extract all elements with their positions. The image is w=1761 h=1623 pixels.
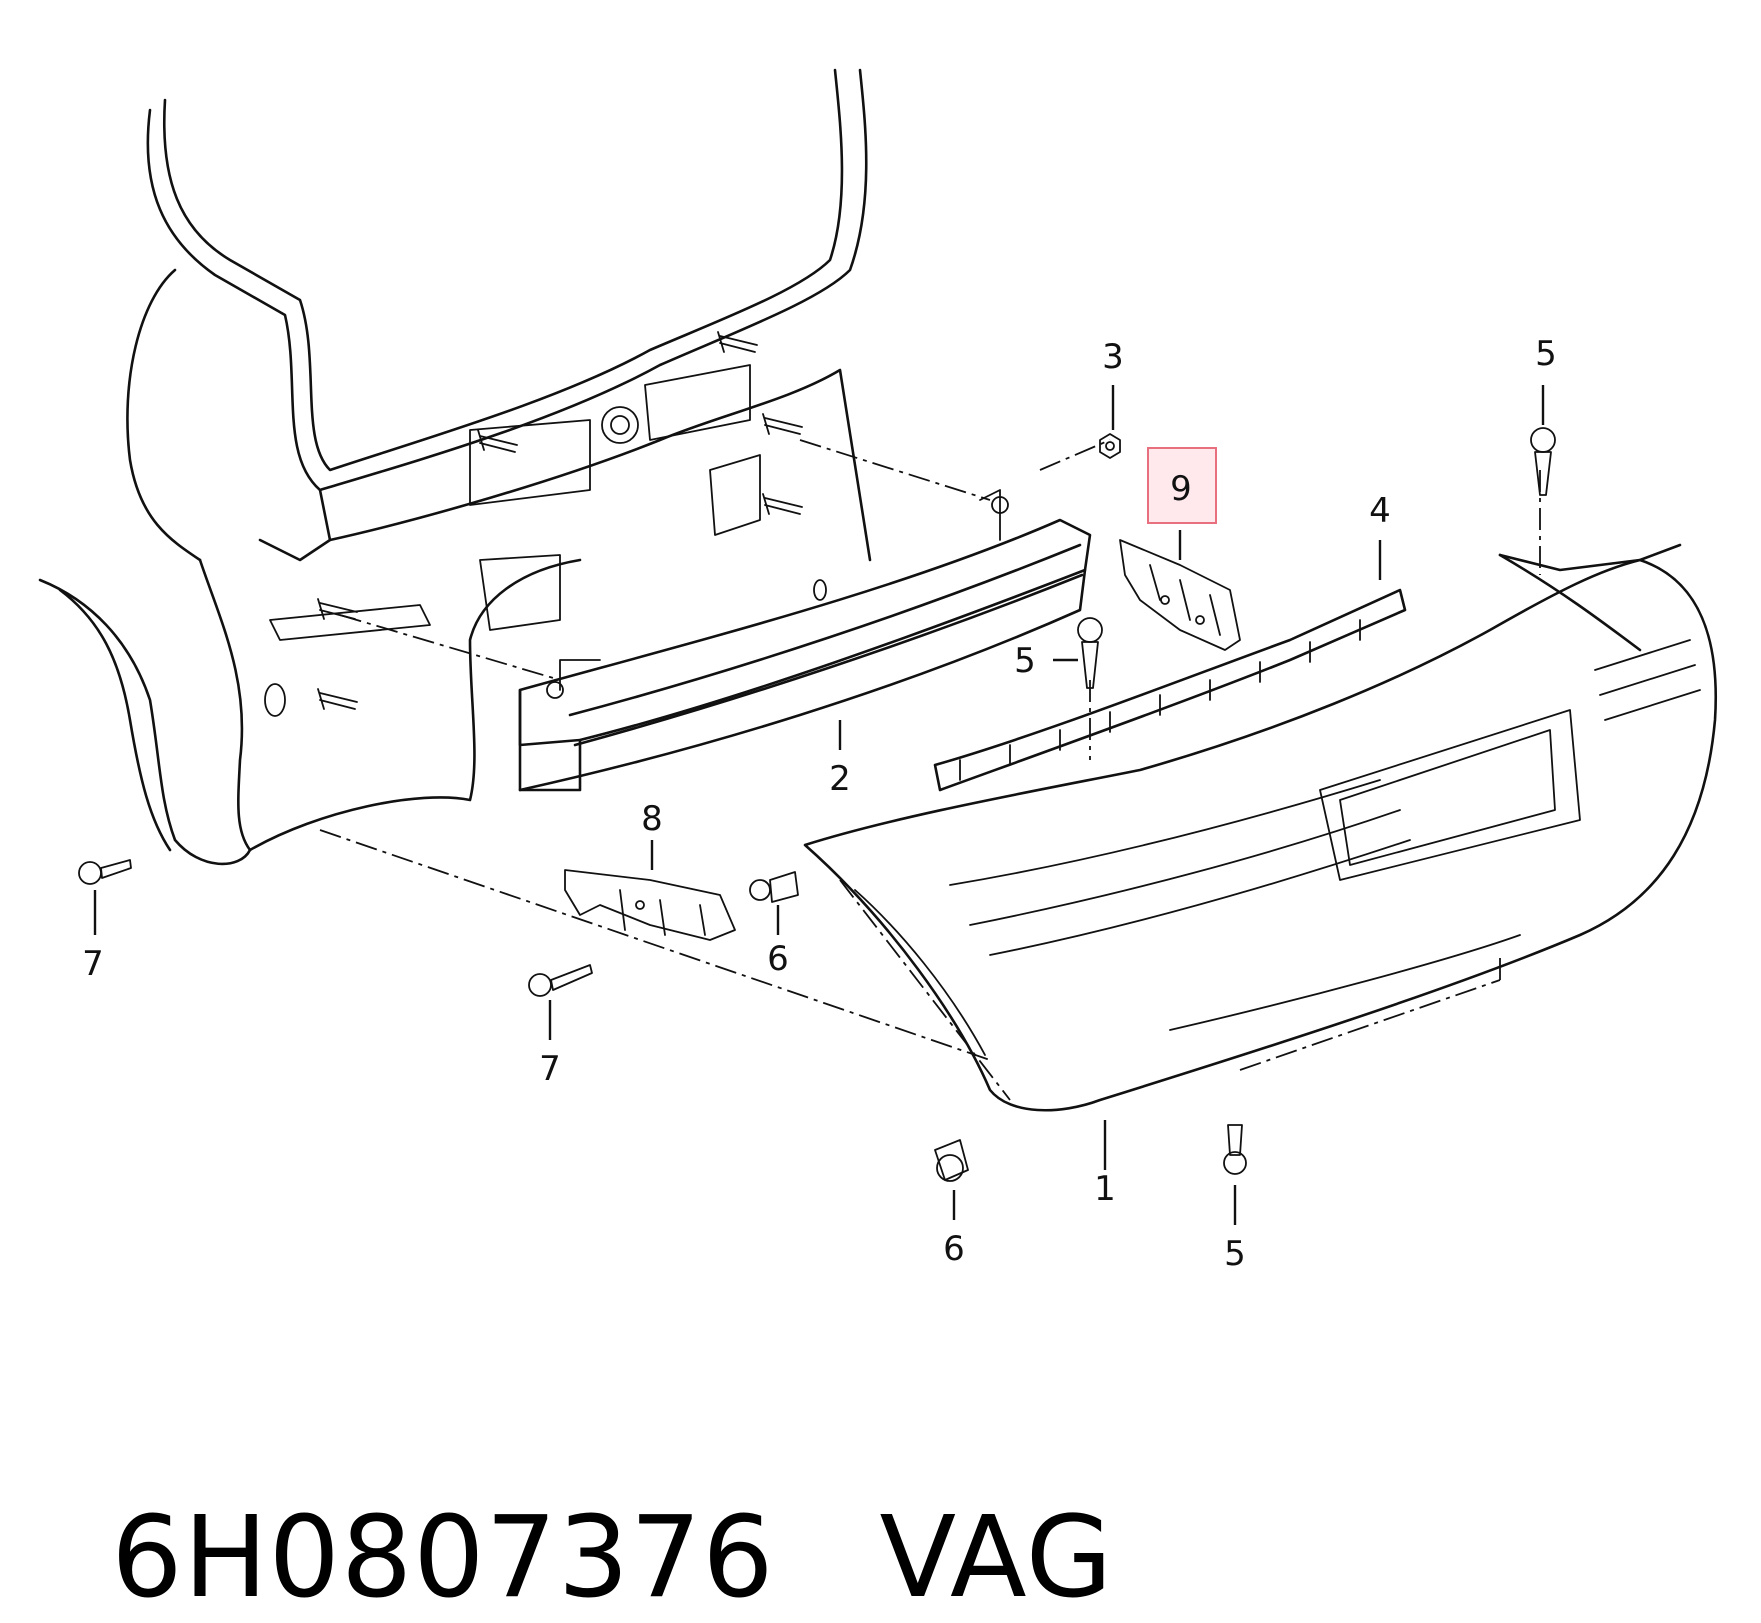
callout-1: 1 <box>1094 1169 1116 1209</box>
callout-labels: 1 2 3 4 5 5 5 6 6 7 7 8 9 <box>82 334 1557 1274</box>
side-bracket-part-8 <box>564 869 736 941</box>
leader-lines <box>93 385 1545 1225</box>
callout-5-bottom: 5 <box>1224 1234 1246 1274</box>
bracket-part-9 <box>1119 539 1241 651</box>
screw-icon <box>78 859 132 885</box>
fasteners <box>78 427 1556 1182</box>
nut-part-3 <box>1099 433 1121 459</box>
callout-5-top: 5 <box>1535 334 1557 374</box>
callout-6-right: 6 <box>767 939 789 979</box>
brand-name: VAG <box>879 1493 1114 1623</box>
screw-icon <box>1223 1124 1247 1175</box>
callout-9: 9 <box>1170 469 1192 509</box>
clip-icon <box>749 871 799 903</box>
bumper-reinforcement <box>518 489 1092 792</box>
callout-7-left: 7 <box>82 944 104 984</box>
body-studs <box>317 331 803 710</box>
vehicle-rear-body <box>38 68 872 866</box>
callout-6-bottom: 6 <box>943 1229 965 1269</box>
callout-8: 8 <box>641 799 663 839</box>
callout-4: 4 <box>1369 491 1391 531</box>
callout-3: 3 <box>1102 337 1124 377</box>
screw-icon <box>1530 427 1556 496</box>
callout-5-middle: 5 <box>1014 641 1036 681</box>
mounting-rail-part-4 <box>933 588 1407 792</box>
screw-icon <box>1077 617 1103 689</box>
assembly-lines <box>319 439 1541 1101</box>
callout-2: 2 <box>829 759 851 799</box>
part-number: 6H0807376 <box>111 1493 775 1623</box>
screw-icon <box>528 964 593 997</box>
highlight-box <box>1147 447 1217 524</box>
clip-icon <box>934 1139 969 1182</box>
callout-7-center: 7 <box>539 1049 561 1089</box>
bumper-cover-part-1 <box>803 543 1717 1112</box>
